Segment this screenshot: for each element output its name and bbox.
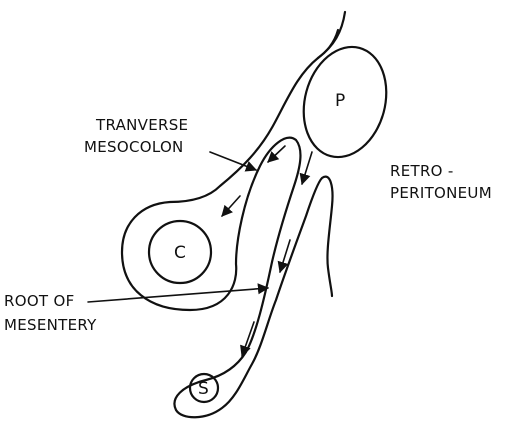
label-mesocolon: MESOCOLON [84,138,184,156]
label-peritoneum: PERITONEUM [390,184,492,202]
mesentery-arrow-top [302,152,312,184]
mesocolon-inner-line [318,30,338,58]
colon-label: C [174,243,186,263]
mesentery-leader [88,288,268,302]
mesocolon-arrow-lower [222,196,240,216]
label-retro: RETRO - [390,162,454,180]
label-mesentery: MESENTERY [4,316,97,334]
label-root-of: ROOT OF [4,292,75,310]
label-tranverse: TRANVERSE [95,116,188,134]
small-bowel-label: S [198,379,209,399]
pancreas-label: P [335,91,345,111]
mesocolon-leader [210,152,256,170]
peritoneum-outer-line [122,12,345,417]
